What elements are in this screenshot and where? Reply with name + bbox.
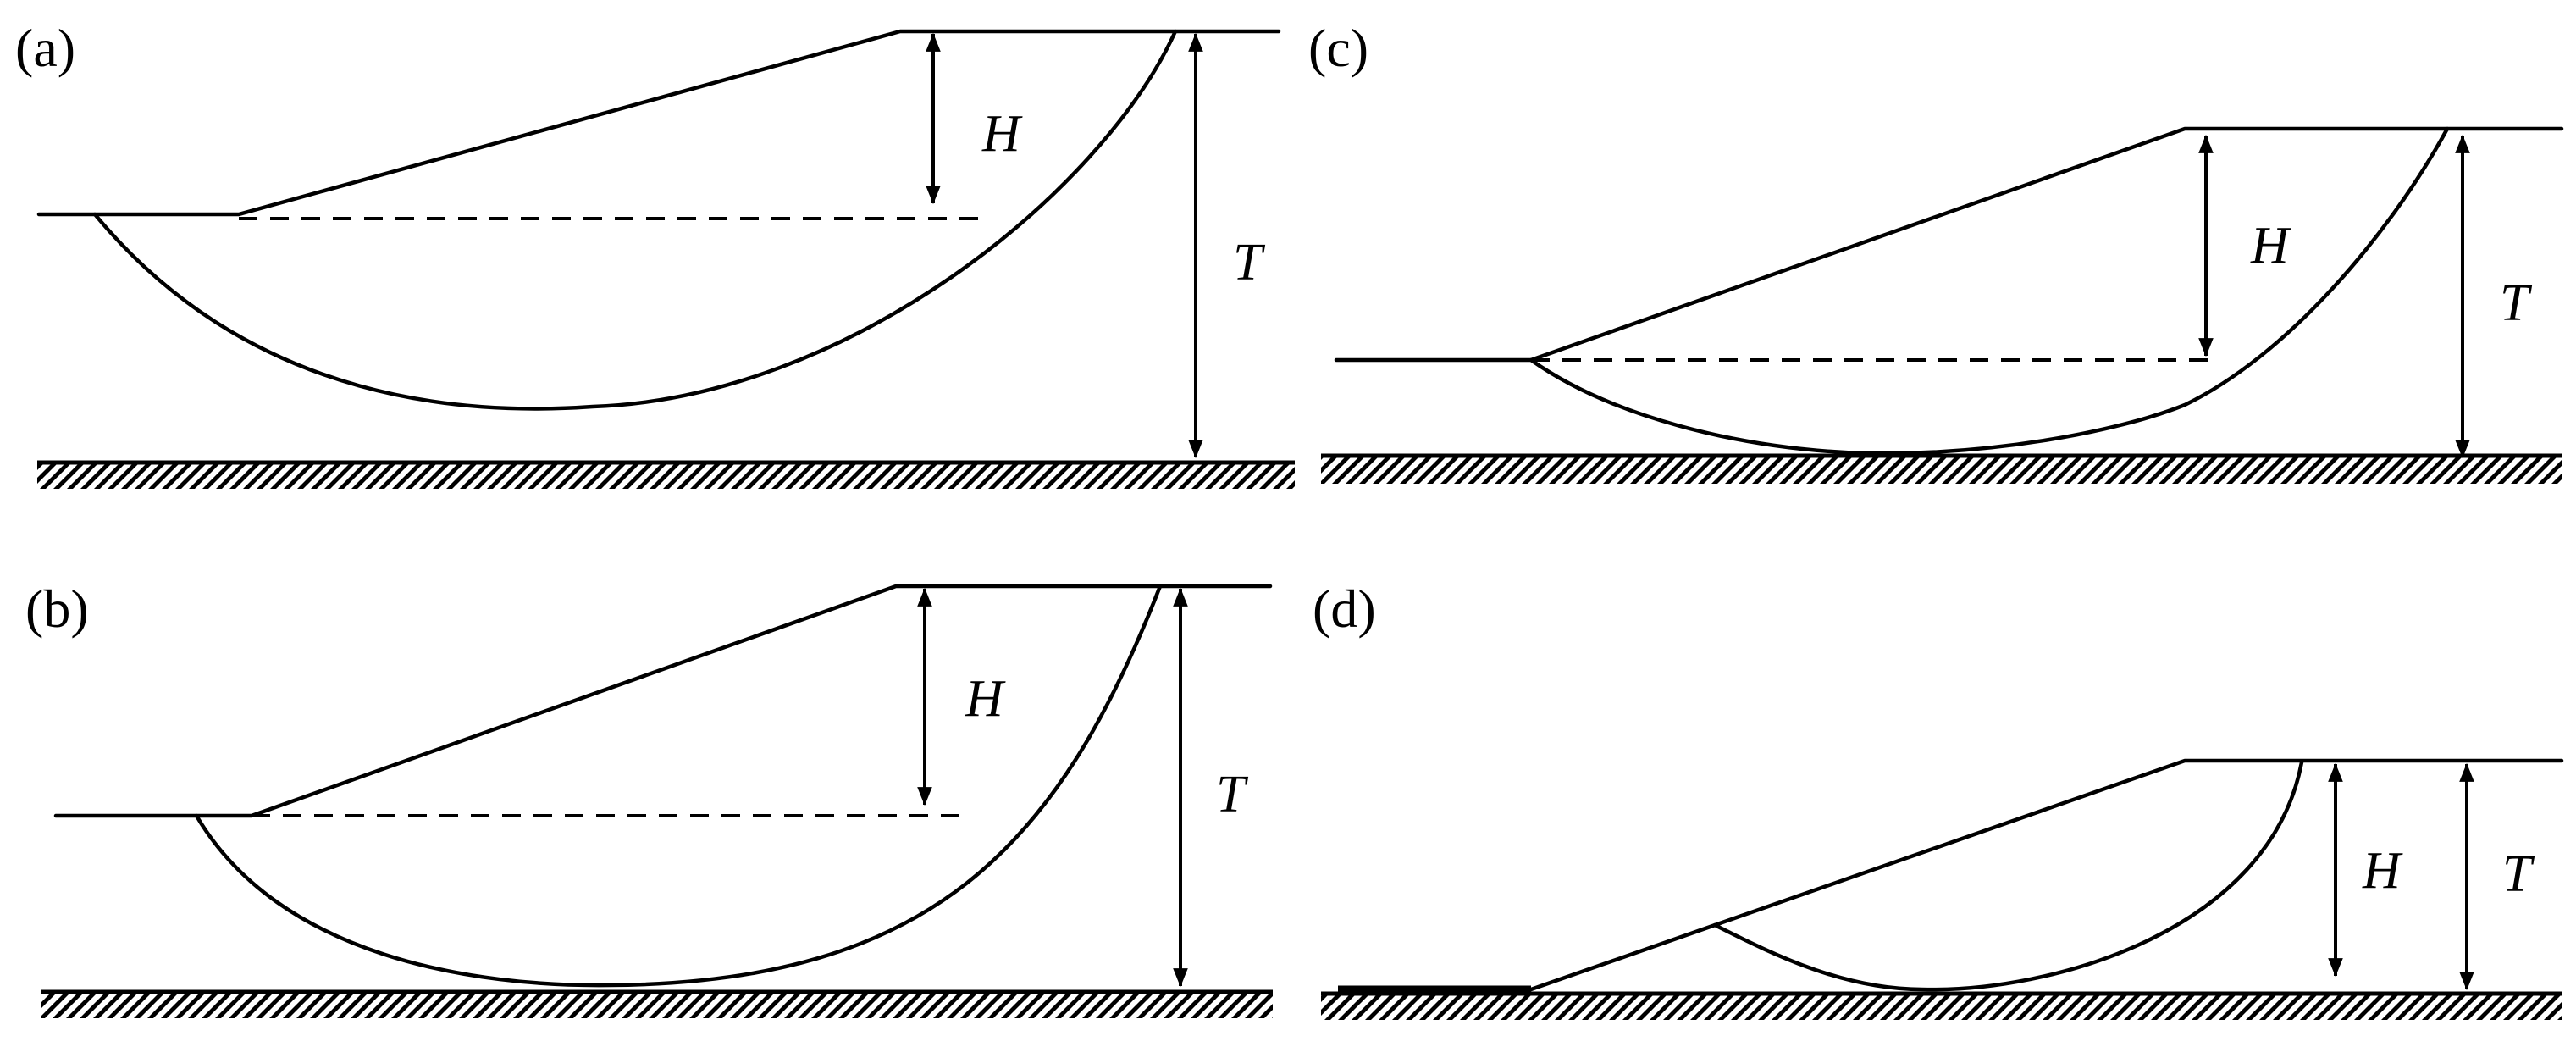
panel-a-label: (a) [15,18,75,78]
panel-c-t-label: T [2500,274,2533,332]
panel-a: (a) H T [15,18,1295,489]
panel-a-slope-profile [36,29,1281,217]
panel-c-slip-surface [1528,126,2450,456]
panel-c-label: (c) [1308,18,1368,78]
panel-d-t-label: T [2502,845,2535,903]
panel-b: (b) H T [25,579,1273,1018]
panel-b-slip-surface [194,584,1163,988]
panel-c-slope-profile [1334,126,2564,363]
panel-d-slip-surface [1712,760,2304,992]
panel-b-slope-profile [53,584,1273,818]
panel-b-h-label: H [965,670,1006,728]
panel-c-bedrock-hatch [1321,457,2562,484]
panel-d-bedrock-hatch [1321,994,2562,1020]
panel-a-bedrock-hatch [37,463,1295,489]
panel-c: (c) H T [1308,18,2564,484]
panel-d-slope-profile [1528,758,2564,992]
panel-b-label: (b) [25,579,89,639]
panel-b-bedrock-hatch [41,993,1273,1018]
panel-a-t-label: T [1233,234,1266,291]
panel-c-h-label: H [2250,217,2291,274]
panel-d-h-label: H [2362,842,2403,900]
panel-a-h-label: H [981,105,1023,163]
panel-a-slip-surface [92,29,1178,411]
panel-d: (d) H T [1313,579,2564,1020]
panel-d-label: (d) [1313,579,1376,639]
panel-b-t-label: T [1216,766,1249,823]
